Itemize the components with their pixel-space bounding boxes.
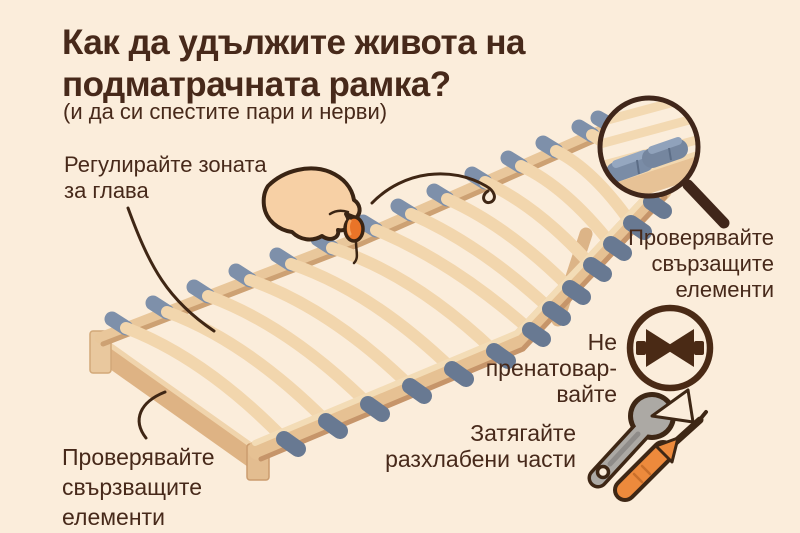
line-adjust-head: [126, 206, 216, 333]
slats-flat: [120, 242, 500, 445]
wrench-icon: [587, 388, 695, 489]
hand-adjusting-slider: [261, 166, 365, 265]
line-check-bottom: [137, 390, 167, 440]
page-title: Как да удължите живота на подматрачната …: [62, 22, 526, 106]
line-hand-curl: [370, 172, 496, 205]
label-check-connectors-bottom: Проверявайте свързващите елементи: [62, 444, 215, 530]
slat-holders-near: [276, 194, 672, 457]
title-line-2: подматрачната рамка?: [62, 65, 451, 104]
page-subtitle: (и да си спестите пари и нерви): [63, 99, 388, 124]
label-adjust-head-zone: Регулирайте зоната за глава: [64, 152, 267, 203]
label-check-connectors-top: Проверявайте свързащите елементи: [628, 225, 774, 302]
screwdriver-icon: [613, 410, 708, 502]
label-do-not-overload: Не пренатовар- вайте: [485, 329, 617, 407]
magnifier-icon: [597, 95, 730, 229]
wrench-screwdriver-icon: [587, 388, 708, 502]
annotation-lines: [126, 172, 496, 440]
slider-pin: [352, 239, 359, 265]
label-tighten-loose-parts: Затягайте разхлабени части: [385, 420, 576, 472]
do-not-overload-bowtie-icon: [626, 304, 714, 392]
title-line-1: Как да удължите живота на: [62, 23, 526, 62]
